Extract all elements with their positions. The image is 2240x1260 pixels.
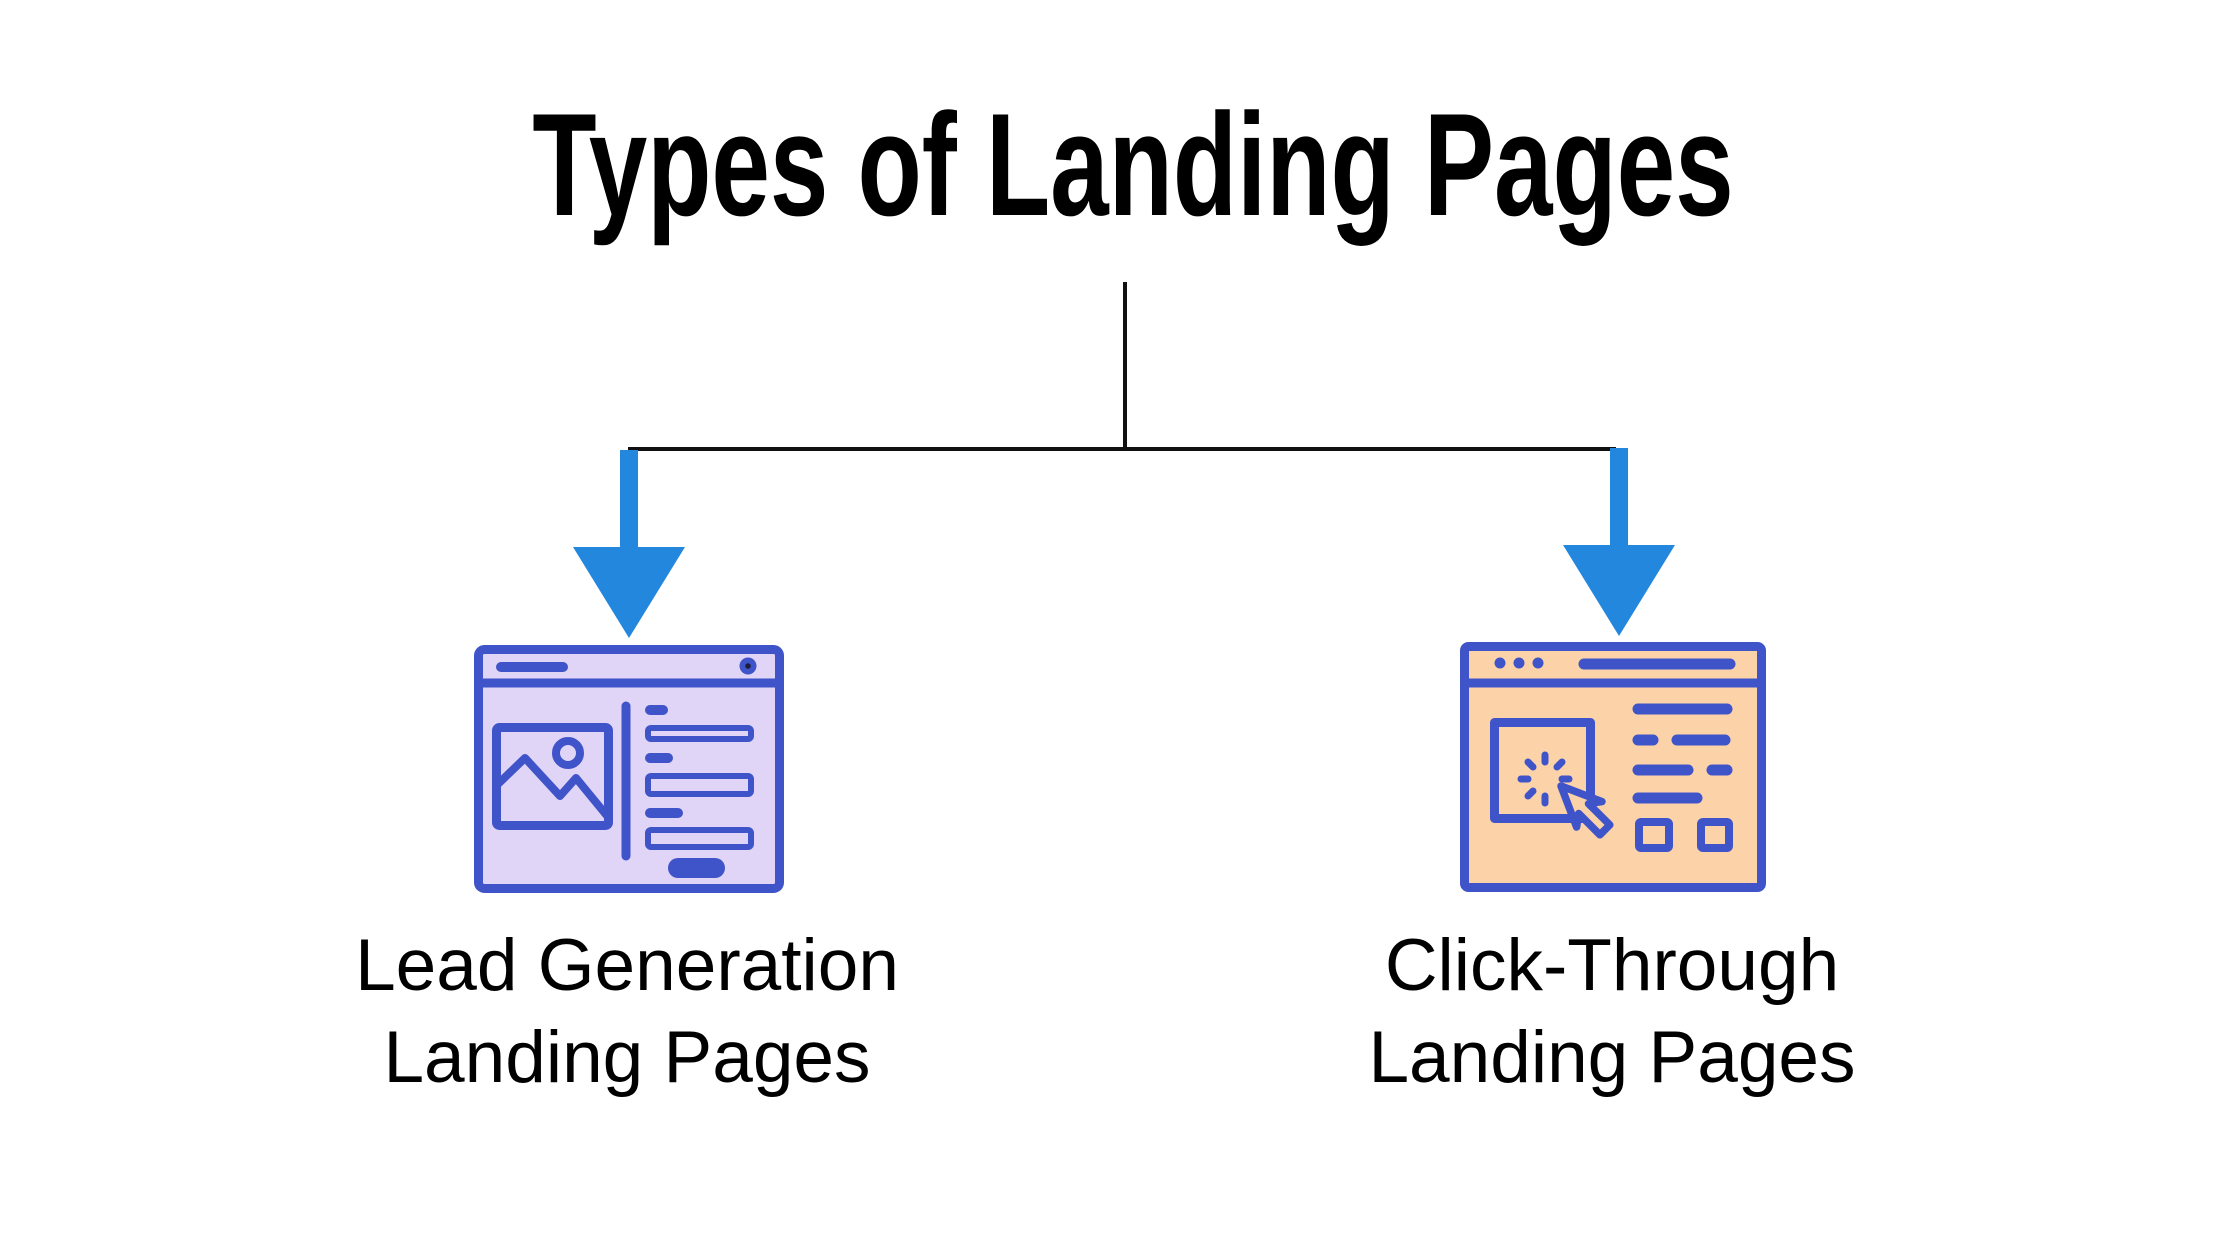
submit-button-shape [668, 858, 725, 878]
lead-generation-browser-icon [474, 645, 784, 893]
click-burst [1517, 751, 1573, 807]
connector-vertical-line [1123, 282, 1127, 448]
connector-horizontal-line [628, 447, 1616, 451]
branch-label-line: Landing Pages [1368, 1017, 1856, 1098]
down-arrow-icon [1563, 448, 1675, 636]
branch-label-line: Landing Pages [383, 1017, 871, 1098]
branch-label-lead-generation: Lead Generation Landing Pages [355, 920, 899, 1104]
cursor-icon [1557, 782, 1614, 839]
form-fields [645, 705, 754, 878]
click-through-browser-icon [1460, 642, 1766, 892]
content-lines [1632, 703, 1733, 852]
branch-label-line: Click-Through [1384, 925, 1840, 1006]
down-arrow-icon [573, 450, 685, 638]
browser-topbar [475, 657, 783, 688]
click-banner [1490, 718, 1614, 839]
branch-label-click-through: Click-Through Landing Pages [1368, 920, 1855, 1104]
browser-topbar [1461, 657, 1765, 688]
image-placeholder [492, 723, 613, 830]
branch-label-line: Lead Generation [355, 925, 899, 1006]
diagram-title: Types of Landing Pages [532, 83, 1734, 246]
